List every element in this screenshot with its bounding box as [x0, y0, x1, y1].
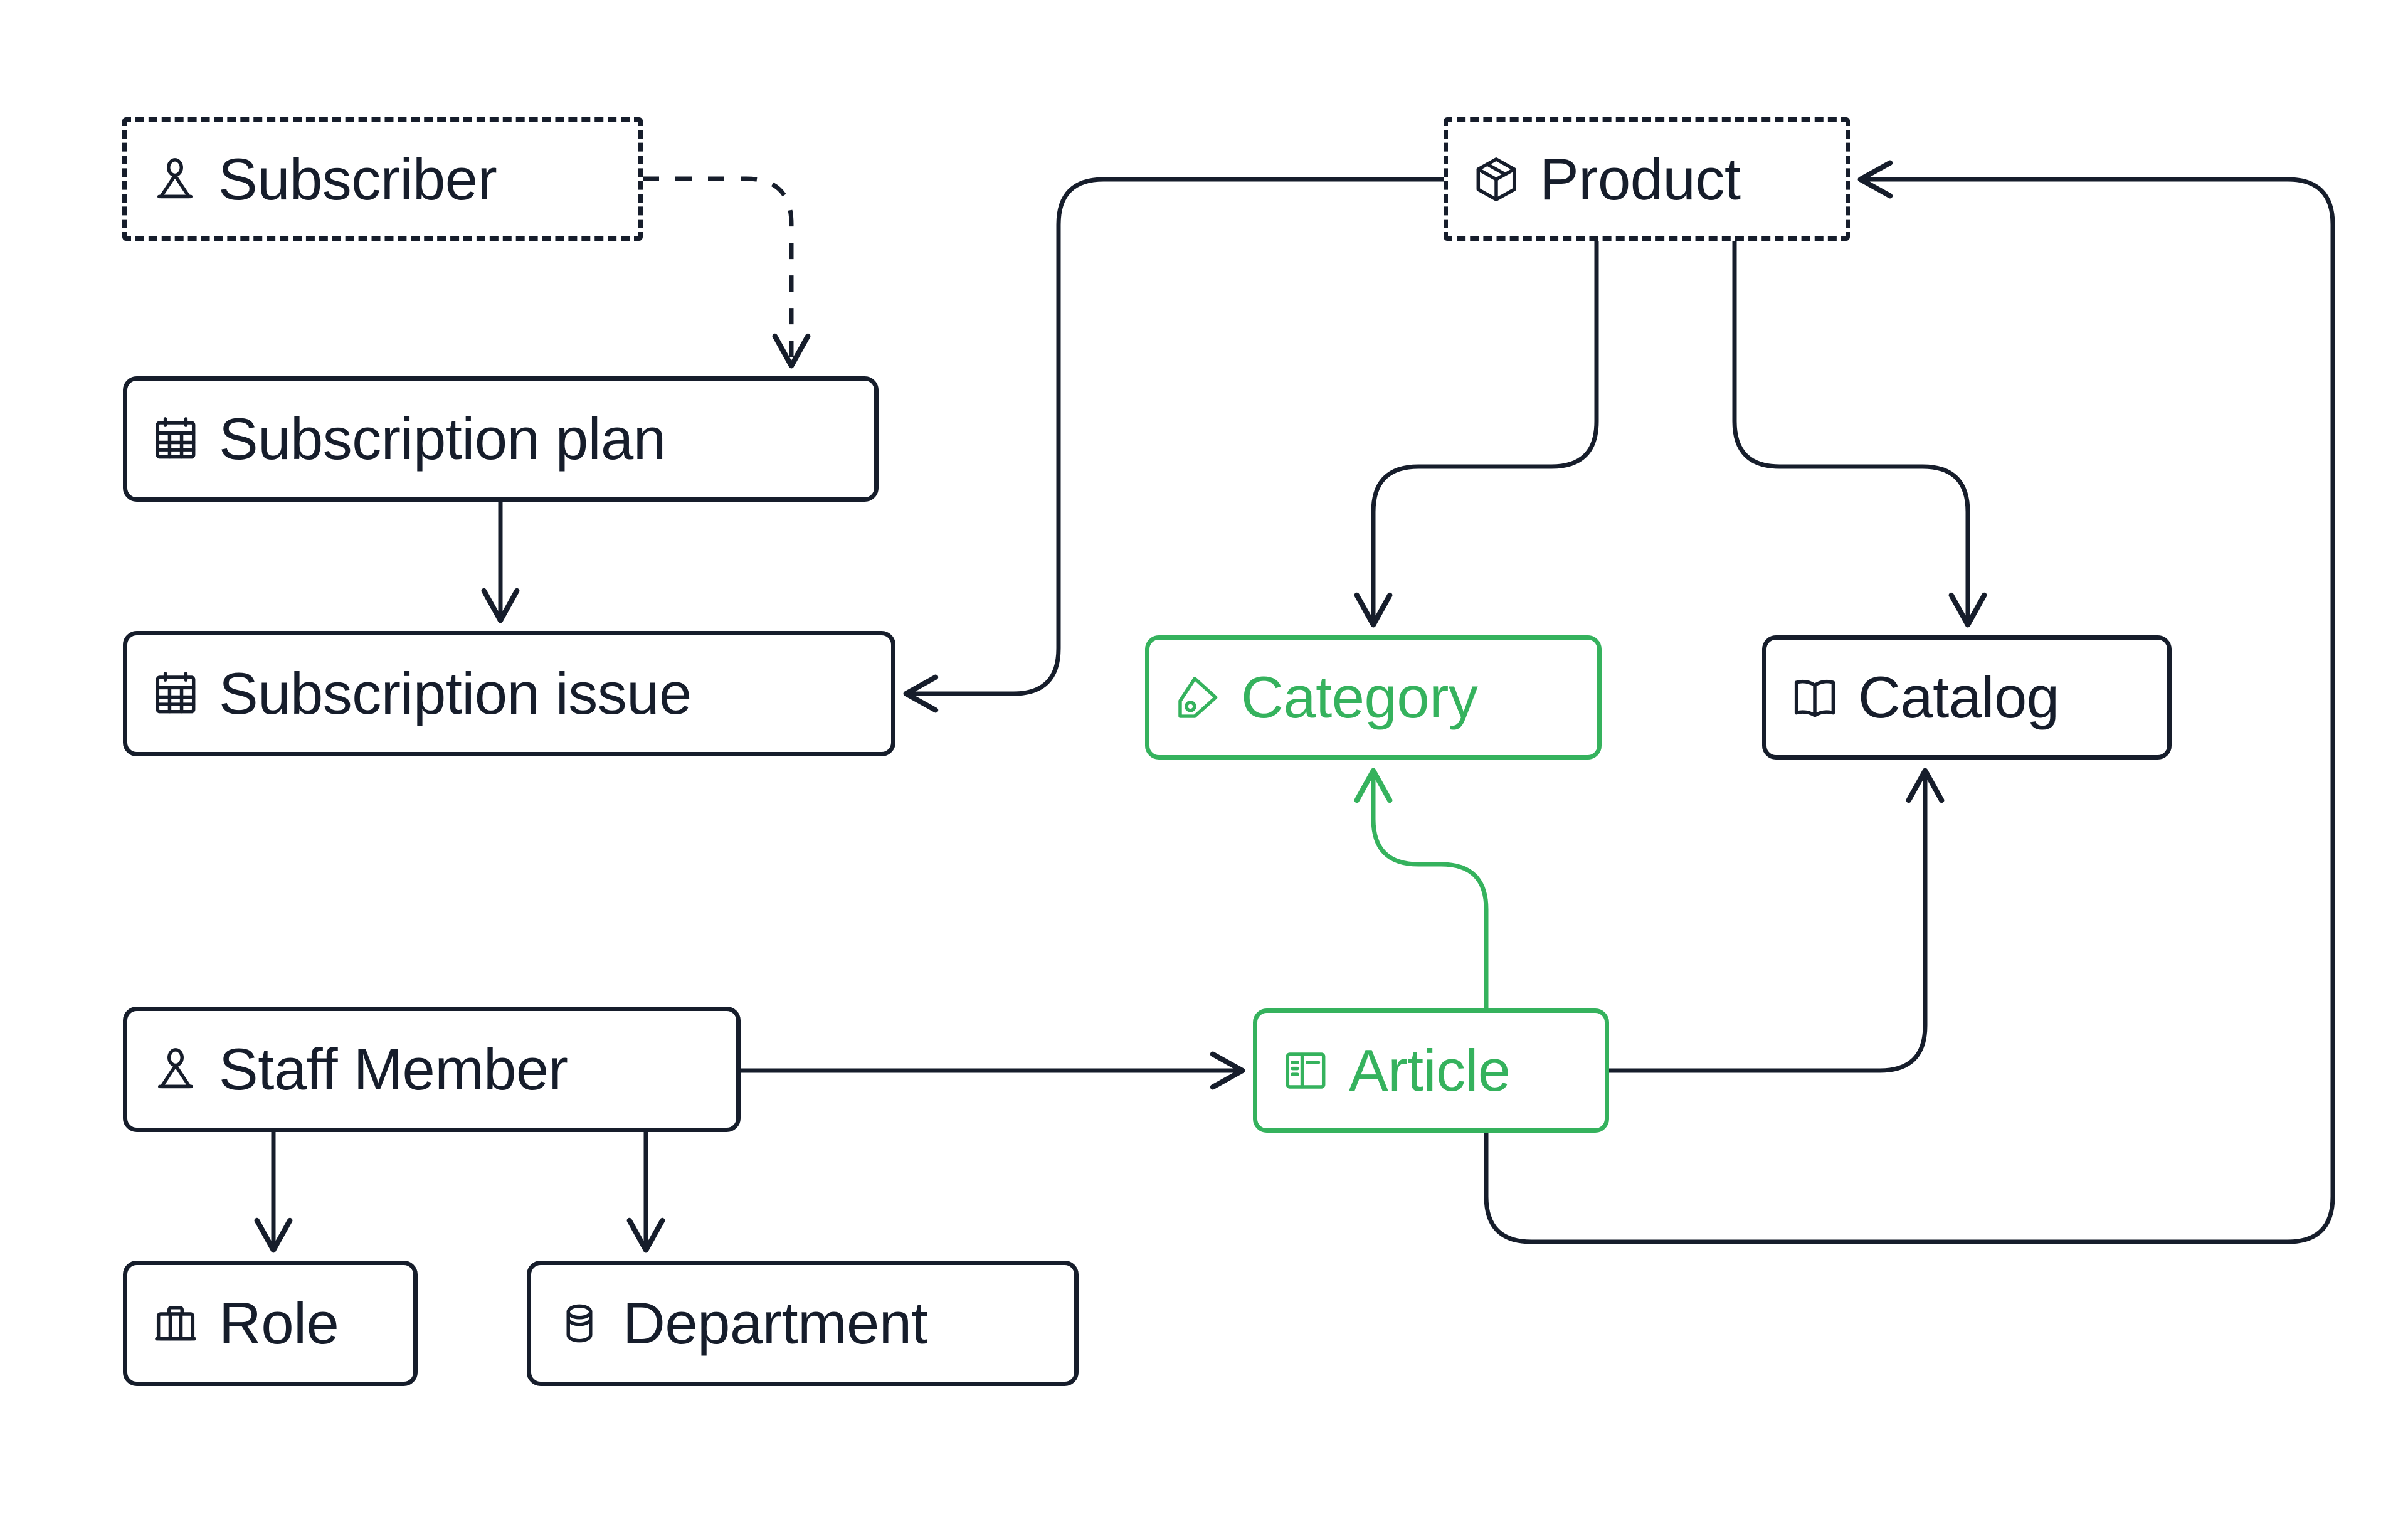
- node-staff-member[interactable]: Staff Member: [123, 1007, 741, 1132]
- node-product[interactable]: Product: [1444, 117, 1850, 241]
- calendar-table-icon: [150, 413, 201, 465]
- node-label: Article: [1349, 1037, 1511, 1103]
- calendar-table-icon: [150, 668, 201, 719]
- person-icon: [149, 154, 201, 205]
- node-label: Product: [1539, 146, 1741, 212]
- node-label: Role: [219, 1290, 339, 1356]
- node-article[interactable]: Article: [1253, 1008, 1609, 1133]
- edge-product-to-catalog-line: [1732, 241, 1987, 628]
- node-department[interactable]: Department: [527, 1261, 1079, 1386]
- node-label: Catalog: [1858, 664, 2059, 730]
- node-subscription-issue[interactable]: Subscription issue: [123, 631, 895, 756]
- open-book-icon: [1789, 672, 1840, 723]
- node-subscription-plan[interactable]: Subscription plan: [123, 376, 879, 502]
- node-catalog[interactable]: Catalog: [1762, 635, 2172, 760]
- node-label: Subscription plan: [219, 406, 666, 472]
- node-label: Staff Member: [219, 1036, 568, 1102]
- edge-subscriber-to-subscription-plan: [643, 176, 811, 369]
- edge-product-to-category: [1354, 241, 1599, 628]
- layout-panel-icon: [1280, 1045, 1331, 1096]
- node-category[interactable]: Category: [1145, 635, 1602, 760]
- node-subscriber[interactable]: Subscriber: [122, 117, 643, 241]
- edge-article-to-product: [1484, 160, 2335, 1244]
- person-icon: [150, 1044, 201, 1095]
- node-label: Subscriber: [218, 146, 497, 212]
- edge-product-to-catalog: [1735, 241, 1968, 622]
- edge-article-to-catalog: [1609, 768, 1945, 1073]
- edge-article-to-category: [1354, 768, 1489, 1008]
- node-label: Category: [1241, 664, 1478, 730]
- node-label: Department: [623, 1290, 928, 1356]
- briefcase-icon: [150, 1298, 201, 1349]
- node-label: Subscription issue: [219, 660, 692, 726]
- tag-nib-icon: [1172, 672, 1223, 723]
- edge-product-to-subscription-issue: [903, 177, 1444, 713]
- node-role[interactable]: Role: [123, 1261, 418, 1386]
- database-icon: [554, 1298, 605, 1349]
- package-box-icon: [1471, 154, 1522, 205]
